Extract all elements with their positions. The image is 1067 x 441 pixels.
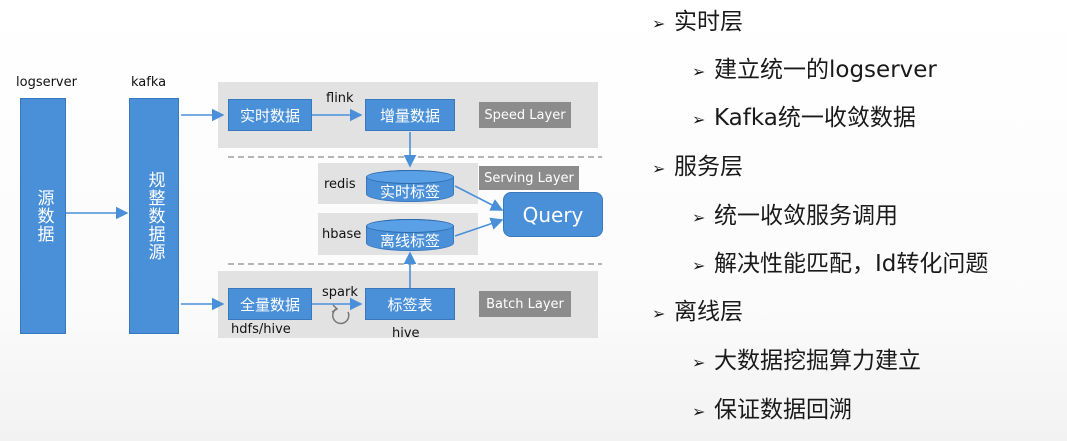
offline-tags-label: 离线标签: [379, 231, 440, 250]
source-data-box[interactable]: 源数据: [20, 98, 66, 334]
query-box[interactable]: Query: [503, 192, 603, 237]
normalized-source-box[interactable]: 规整数据源: [129, 98, 179, 334]
offline-tags-store[interactable]: 离线标签: [366, 219, 454, 251]
bullet-arrow-icon: ➢: [652, 304, 666, 323]
incremental-data-box[interactable]: 增量数据: [365, 99, 455, 131]
bullet-arrow-icon: ➢: [692, 62, 706, 81]
bullet-arrow-icon: ➢: [692, 110, 706, 129]
hdfs-hive-label: hdfs/hive: [231, 322, 291, 337]
realtime-tags-label: 实时标签: [379, 182, 440, 201]
redis-label: redis: [324, 177, 356, 192]
hbase-label: hbase: [322, 227, 362, 242]
outline-item-3: ➢Kafka统一收敛数据: [692, 105, 916, 131]
outline-item-9: ➢保证数据回溯: [692, 397, 852, 423]
spark-label: spark: [322, 285, 358, 300]
kafka-label: kafka: [131, 75, 167, 90]
hive-label: hive: [392, 326, 420, 341]
logserver-label: logserver: [16, 75, 77, 90]
bullet-arrow-icon: ➢: [652, 14, 666, 33]
serving-layer-label: Serving Layer: [479, 166, 579, 190]
outline-item-5: ➢统一收敛服务调用: [692, 203, 898, 229]
realtime-tags-store[interactable]: 实时标签: [366, 170, 454, 202]
cylinder-top-icon: [366, 170, 454, 184]
outline-item-6: ➢解决性能匹配，Id转化问题: [692, 251, 989, 277]
outline-item-1: ➢实时层: [652, 9, 743, 35]
outline-item-8: ➢大数据挖掘算力建立: [692, 348, 921, 374]
outline-item-7: ➢离线层: [652, 299, 743, 325]
outline-item-2: ➢建立统一的logserver: [692, 57, 937, 83]
batch-layer-label: Batch Layer: [479, 291, 571, 317]
bullet-arrow-icon: ➢: [692, 353, 706, 372]
realtime-data-box[interactable]: 实时数据: [228, 99, 312, 131]
tag-table-box[interactable]: 标签表: [365, 288, 455, 320]
speed-layer-label: Speed Layer: [479, 102, 571, 128]
bullet-arrow-icon: ➢: [692, 256, 706, 275]
full-data-box[interactable]: 全量数据: [228, 288, 312, 320]
bullet-arrow-icon: ➢: [692, 208, 706, 227]
flink-label: flink: [326, 91, 354, 106]
outline-item-4: ➢服务层: [652, 154, 743, 180]
bullet-arrow-icon: ➢: [692, 402, 706, 421]
cylinder-top-icon: [366, 219, 454, 233]
bullet-arrow-icon: ➢: [652, 159, 666, 178]
